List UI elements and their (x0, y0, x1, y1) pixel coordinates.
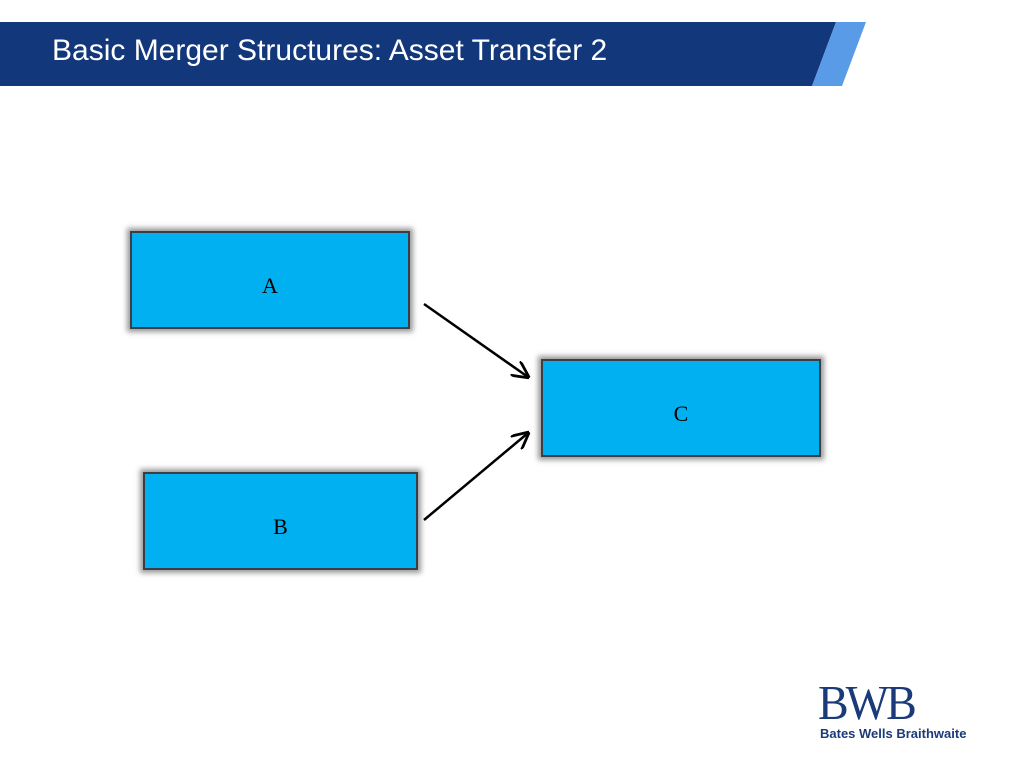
title-bar-fill (0, 22, 836, 86)
node-b-label: B (273, 514, 288, 539)
title-bar-background (0, 22, 866, 86)
diagram-node-c: C (541, 359, 821, 457)
company-logo: BWB Bates Wells Braithwaite (818, 675, 998, 743)
title-bar: Basic Merger Structures: Asset Transfer … (0, 0, 1024, 100)
diagram-node-a: A (130, 231, 410, 329)
node-a-label: A (262, 273, 278, 298)
title-bar-accent (812, 22, 866, 86)
diagram-node-b: B (143, 472, 418, 570)
node-c-label: C (673, 401, 689, 426)
page-title: Basic Merger Structures: Asset Transfer … (52, 34, 608, 67)
arrow-b-to-c (423, 433, 528, 521)
arrow-a-to-c (423, 302, 528, 377)
logo-name: Bates Wells Braithwaite (820, 726, 967, 741)
logo-mark: BWB (818, 675, 917, 730)
